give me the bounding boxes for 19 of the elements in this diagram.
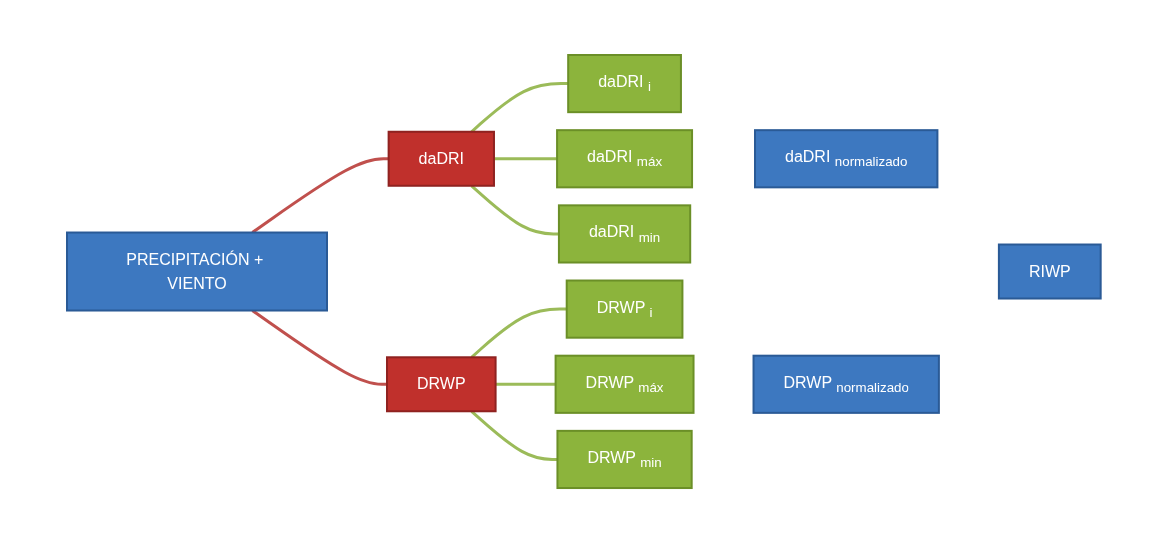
node-box: DRWP $_{min}$: [556, 430, 693, 490]
node-box: DRWP: [385, 356, 497, 413]
connector: [470, 82, 568, 134]
node-box: DRWP $_{normalizado}$: [752, 355, 940, 415]
connector: [470, 410, 558, 462]
node-box: daDRI $_{normalizado}$: [753, 129, 939, 189]
node-box: PRECIPITACIÓN + VIENTO: [65, 232, 328, 312]
node-box: RIWP: [997, 244, 1102, 300]
connector: [251, 157, 389, 235]
connector: [470, 185, 559, 236]
connector: [493, 157, 557, 161]
node-box: daDRI $_{máx}$: [555, 129, 693, 189]
node-box: daDRI $_{min}$: [557, 204, 691, 264]
connector: [470, 308, 567, 359]
node-box: DRWP $_{máx}$: [554, 355, 695, 415]
connector: [495, 383, 556, 387]
node-box: daDRI: [387, 131, 495, 188]
node-box: daDRI $_{i}$: [566, 54, 682, 114]
node-box: DRWP $_{i}$: [565, 280, 684, 340]
